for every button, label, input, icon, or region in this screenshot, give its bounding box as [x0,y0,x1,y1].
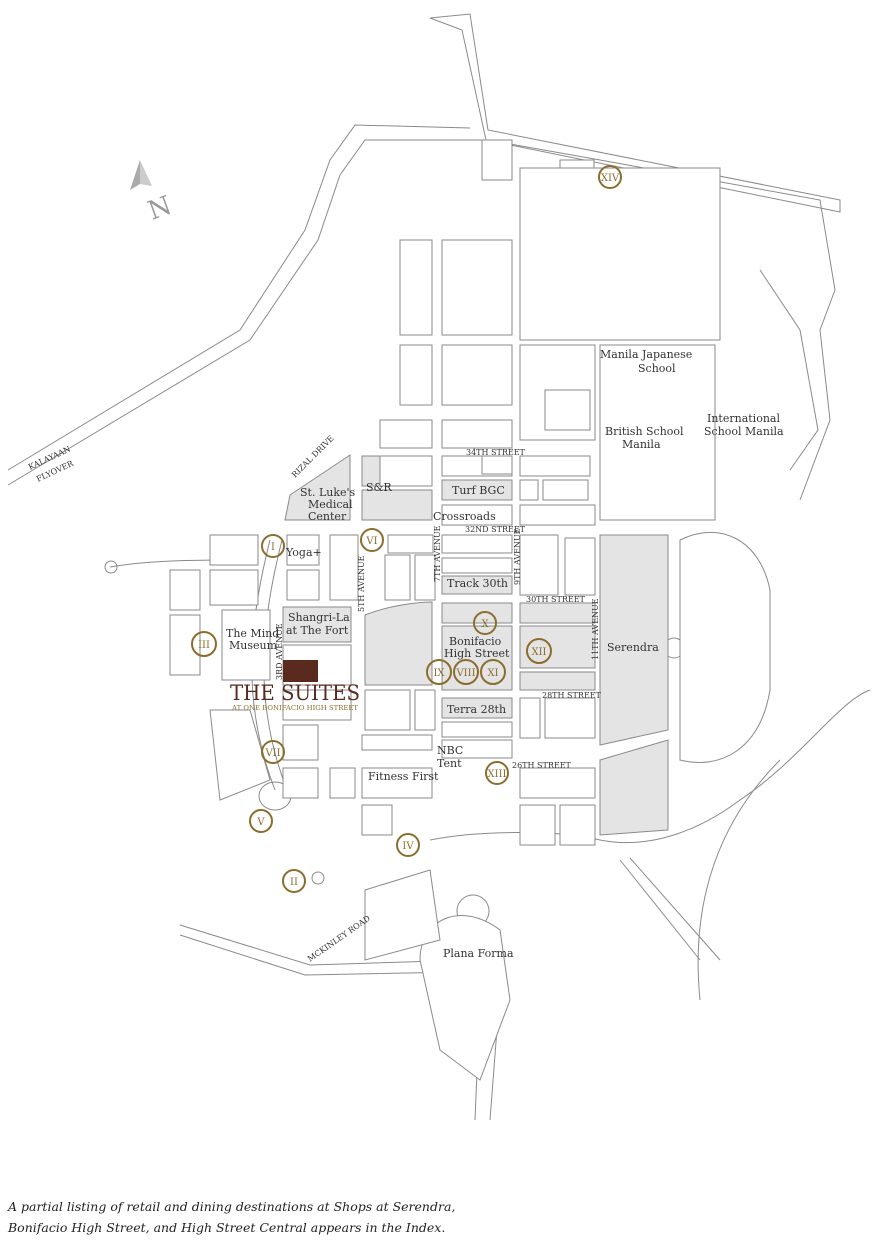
north-label: N [144,191,176,227]
caption-line-1: A partial listing of retail and dining d… [8,1199,456,1214]
label-mind-museum: The Mind [226,627,279,640]
marker-label: XII [531,647,546,658]
road-label-32nd: 32ND STREET [465,525,526,534]
the-suites-logo: THE SUITES AT ONE BONIFACIO HIGH STREET [230,681,360,712]
road-label-30th: 30TH STREET [526,595,586,604]
marker-label: V [256,817,265,828]
label-track-30th: Track 30th [447,577,508,590]
blocks [169,139,771,1081]
label-fitness-first: Fitness First [368,770,439,783]
the-suites-building[interactable] [283,660,318,682]
marker-label: IX [433,668,445,679]
label-plana-forma: Plana Forma [443,947,514,960]
label-turf-bgc: Turf BGC [452,484,505,497]
marker-ix[interactable]: IX [426,659,452,685]
marker-xi[interactable]: XI [480,659,506,685]
place-labels: Manila Japanese School British School Ma… [226,348,784,960]
label-terra-28th: Terra 28th [447,703,506,716]
label-st-lukes: St. Luke's [300,486,356,499]
road-label-mckinley: MCKINLEY ROAD [306,914,372,964]
marker-label: XI [487,668,498,679]
label-bonifacio-high-street: Bonifacio [449,635,502,648]
logo-subtitle: AT ONE BONIFACIO HIGH STREET [231,705,358,712]
road-label-28th: 28TH STREET [542,691,602,700]
label-international-school-2: School Manila [704,425,784,438]
marker-label: VII [264,748,280,759]
marker-xiv[interactable]: XIV [598,165,622,189]
marker-ii[interactable]: II [282,869,306,893]
label-manila-japanese-school-2: School [638,362,676,375]
marker-xii[interactable]: XII [526,638,552,664]
label-shangri-la-2: at The Fort [286,624,349,637]
label-british-school: British School [605,425,684,438]
label-nbc-tent-2: Tent [437,757,462,770]
marker-label: VIII [455,668,475,679]
label-crossroads: Crossroads [433,510,496,523]
label-british-school-2: Manila [622,438,661,451]
label-st-lukes-3: Center [308,510,347,523]
marker-label: XIV [601,173,620,184]
marker-label: VI [365,536,377,547]
label-serendra: Serendra [607,641,659,654]
label-nbc-tent: NBC [437,744,463,757]
marker-iii[interactable]: III [191,631,217,657]
road-label-9th-ave: 9TH AVENUE [513,528,522,585]
logo-title: THE SUITES [230,681,360,705]
label-st-lukes-2: Medical [308,498,353,511]
marker-xiii[interactable]: XIII [485,761,509,785]
marker-viii[interactable]: VIII [453,659,479,685]
road-label-26th: 26TH STREET [512,761,572,770]
marker-label: IV [402,841,414,852]
marker-vi[interactable]: VI [360,528,384,552]
label-international-school: International [707,412,780,425]
caption-line-2: Bonifacio High Street, and High Street C… [8,1220,446,1235]
marker-label: II [290,877,298,888]
road-label-11th-ave: 11TH AVENUE [591,598,600,660]
label-manila-japanese-school: Manila Japanese [600,348,692,361]
markers: XIV I VI III X XII IX VIII XI VII XIII V… [191,165,622,893]
road-label-34th: 34TH STREET [466,448,526,457]
marker-v[interactable]: V [249,809,273,833]
marker-vii[interactable]: VII [261,740,285,764]
label-mind-museum-2: Museum [229,639,278,652]
label-yoga: Yoga+ [285,546,322,559]
label-shangri-la: Shangri-La [288,611,350,624]
marker-label: X [481,619,489,630]
marker-iv[interactable]: IV [396,833,420,857]
marker-label: III [198,640,210,651]
marker-label: I [271,542,275,553]
marker-label: XIII [488,769,507,780]
marker-i[interactable]: I [261,534,285,558]
map-caption: A partial listing of retail and dining d… [8,1196,455,1238]
road-label-3rd-ave: 3RD AVENUE [275,623,284,680]
north-arrow-icon: N [130,160,176,227]
road-label-7th-ave: 7TH AVENUE [433,525,442,582]
road-label-5th-ave: 5TH AVENUE [357,555,366,612]
marker-x[interactable]: X [473,611,497,635]
label-bonifacio-high-street-2: High Street [444,647,510,660]
label-sr: S&R [366,481,392,494]
